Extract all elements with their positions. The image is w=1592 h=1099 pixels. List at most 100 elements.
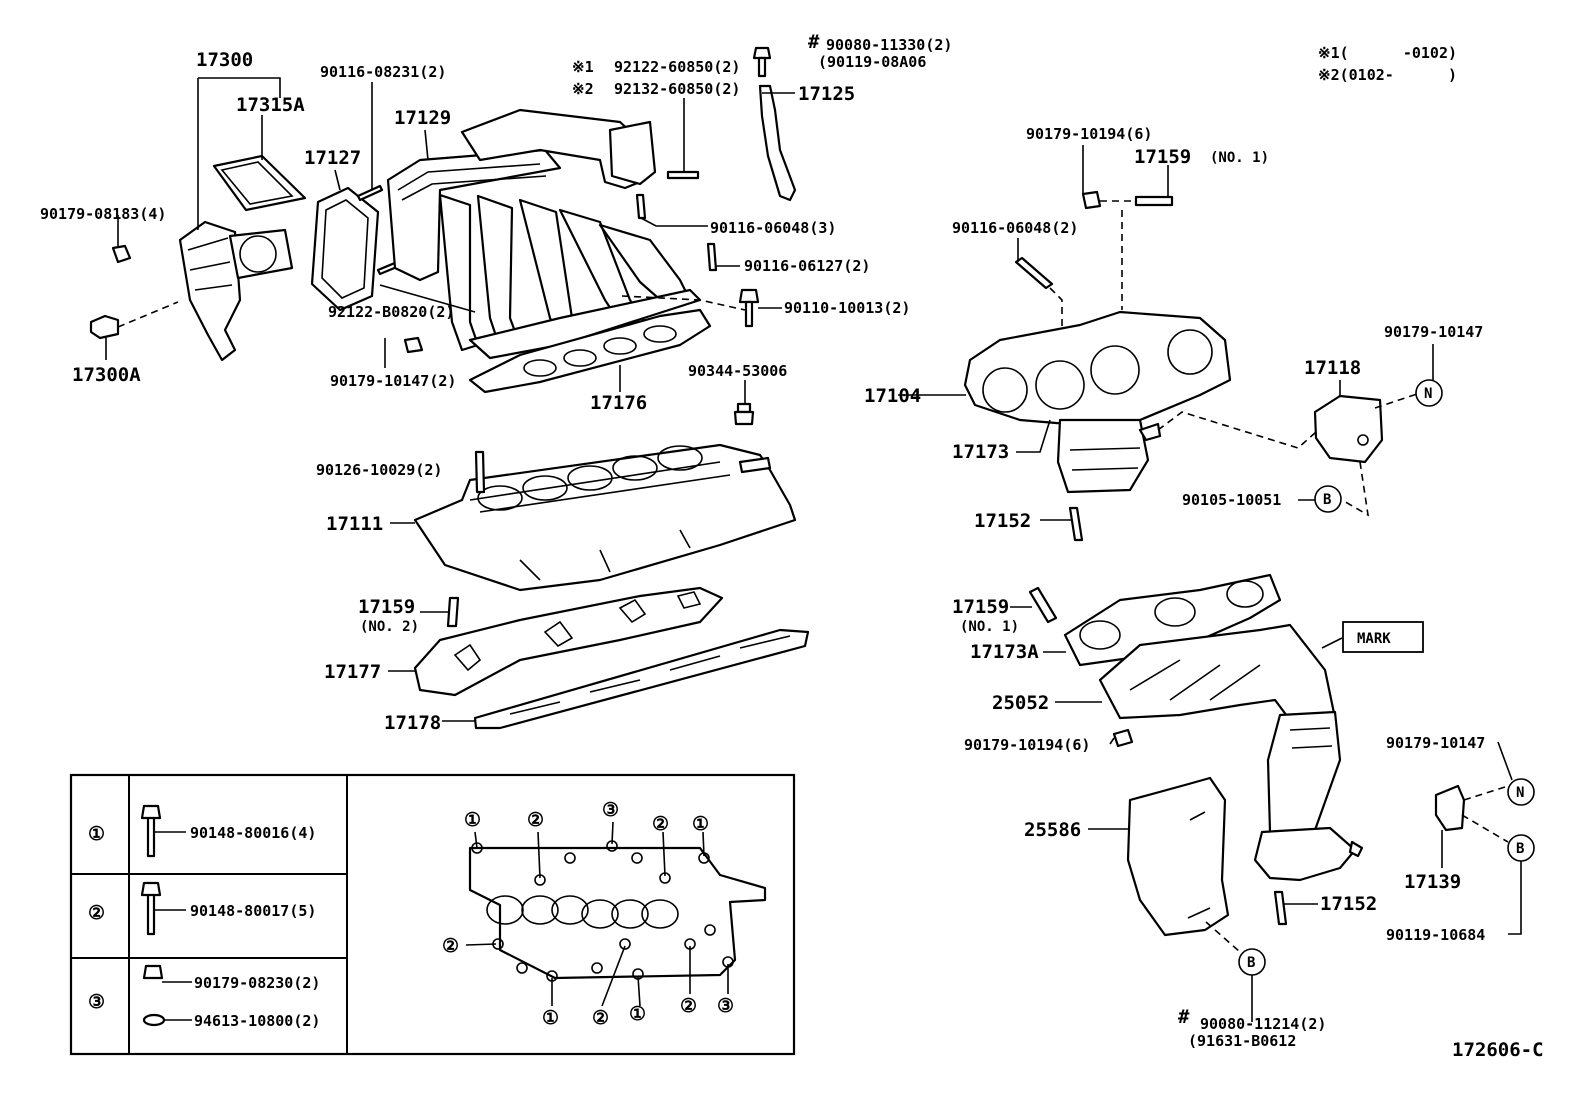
stud-17159-no1 (1134, 195, 1174, 207)
exhaust-manifold-25052 (1098, 623, 1364, 882)
label-92122-60850: 92122-60850(2) (614, 58, 740, 76)
label-diagram-code: 172606-C (1452, 1039, 1544, 1061)
legend-table (69, 773, 796, 1056)
mark-label-box (1342, 621, 1424, 653)
label-17159-no1-top: 17159 (1134, 146, 1191, 168)
label-25586: 25586 (1024, 819, 1081, 841)
circle-N-1: N (1424, 386, 1432, 402)
label-note-1: ※1( -0102) (1318, 44, 1457, 62)
label-92132-60850: 92132-60850(2) (614, 80, 740, 98)
label-17152-top: 17152 (974, 510, 1031, 532)
intake-gasket-17127 (310, 186, 380, 312)
legend-row-1-num: ① (88, 823, 105, 845)
legend-row-2-part: 90148-80017(5) (190, 902, 316, 920)
legend-labels: ① 90148-80016(4) ② 90148-80017(5) ③ 9017… (88, 799, 734, 1030)
label-no2: (NO. 2) (360, 619, 419, 635)
label-17159-no2: 17159 (358, 596, 415, 618)
label-90080-11330: 90080-11330(2) (826, 36, 952, 54)
label-17104: 17104 (864, 385, 921, 407)
label-90179-10147-r2: 90179-10147 (1386, 734, 1485, 752)
label-17159-no1-mid: 17159 (952, 596, 1009, 618)
label-17176: 17176 (590, 392, 647, 414)
stud-90116-06048-2 (1014, 256, 1054, 290)
stud-90126-10029 (474, 450, 486, 494)
exhaust-manifold-17104 (963, 310, 1232, 494)
legend-pos-2: ② (527, 809, 544, 831)
stud-17152-lower (1273, 890, 1288, 926)
label-90116-08231: 90116-08231(2) (320, 63, 446, 81)
label-17111: 17111 (326, 513, 383, 535)
circle-B-1: B (1323, 492, 1331, 508)
gasket-17176 (468, 308, 712, 394)
label-hash-1: # (808, 31, 820, 53)
nut-90179-08183 (111, 244, 132, 264)
label-no1-mid: (NO. 1) (960, 619, 1019, 635)
nut-90179-10194 (1081, 190, 1102, 210)
stay-17118 (1313, 394, 1384, 464)
label-90105-10051: 90105-10051 (1182, 491, 1281, 509)
label-17173A: 17173A (970, 641, 1039, 663)
nut-90179-10147 (403, 336, 424, 354)
label-17300A: 17300A (72, 364, 141, 386)
label-17127: 17127 (304, 147, 361, 169)
label-17300: 17300 (196, 49, 253, 71)
label-note-2: ※2(0102- ) (1318, 66, 1457, 84)
gasket-17315A (212, 154, 307, 212)
legend-row-3-part: 90179-08230(2) (194, 974, 320, 992)
legend-pos-7: ① (542, 1007, 559, 1029)
label-90119-08A06: (90119-08A06 (818, 53, 926, 71)
legend-row-1-part: 90148-80016(4) (190, 824, 316, 842)
label-90116-06048-3: 90116-06048(3) (710, 219, 836, 237)
stud-17159-no2 (446, 596, 460, 628)
label-90179-10147-2: 90179-10147(2) (330, 372, 456, 390)
bolt-90110-10013 (738, 288, 760, 328)
label-note-mark-2: ※2 (572, 80, 594, 98)
label-90080-11214: 90080-11214(2) (1200, 1015, 1326, 1033)
circle-B-2: B (1516, 841, 1524, 857)
nut-90179-10194-lower (1112, 728, 1134, 748)
label-mark: MARK (1357, 631, 1391, 647)
throttle-body-17300 (178, 220, 294, 362)
legend-pos-11: ③ (717, 995, 734, 1017)
label-hash-2: # (1178, 1006, 1190, 1028)
legend-row-3-num: ③ (88, 991, 105, 1013)
plug-90344-53006 (733, 402, 755, 426)
label-90179-10147-r1: 90179-10147 (1384, 323, 1483, 341)
stay-17125 (758, 84, 797, 202)
legend-pos-9: ① (629, 1003, 646, 1025)
label-17129: 17129 (394, 107, 451, 129)
stud-17159-no1-lower (1028, 586, 1058, 624)
label-90116-06127: 90116-06127(2) (744, 257, 870, 275)
sensor-17300A (89, 314, 120, 340)
legend-pos-6: ② (442, 935, 459, 957)
label-17173: 17173 (952, 441, 1009, 463)
label-17315A: 17315A (236, 94, 305, 116)
heat-insulator-25586 (1126, 776, 1230, 937)
bolt-90080-11330 (752, 46, 772, 78)
label-17177: 17177 (324, 661, 381, 683)
circle-N-2: N (1516, 785, 1524, 801)
intake-manifold-17129 (386, 108, 702, 360)
label-no1-top: (NO. 1) (1210, 150, 1269, 166)
label-90179-10194-bot: 90179-10194(6) (964, 736, 1090, 754)
label-90126-10029: 90126-10029(2) (316, 461, 442, 479)
label-note-mark-1: ※1 (572, 58, 594, 76)
intake-lower-17111 (413, 443, 797, 592)
stud-90116-06127 (706, 242, 718, 272)
label-90110-10013: 90110-10013(2) (784, 299, 910, 317)
label-90179-10194-top: 90179-10194(6) (1026, 125, 1152, 143)
stay-17139 (1434, 784, 1466, 832)
stud-92122-60850 (666, 170, 700, 180)
circle-B-3: B (1247, 955, 1255, 971)
gasket-17178 (473, 628, 810, 730)
gasket-17177 (413, 586, 724, 697)
label-90116-06048-2: 90116-06048(2) (952, 219, 1078, 237)
label-92122-B0820: 92122-B0820(2) (328, 303, 454, 321)
label-25052: 25052 (992, 692, 1049, 714)
legend-pos-8: ② (592, 1007, 609, 1029)
legend-row-3-part2: 94613-10800(2) (194, 1012, 320, 1030)
label-17152-bot: 17152 (1320, 893, 1377, 915)
label-17118: 17118 (1304, 357, 1361, 379)
legend-row-2-num: ② (88, 902, 105, 924)
